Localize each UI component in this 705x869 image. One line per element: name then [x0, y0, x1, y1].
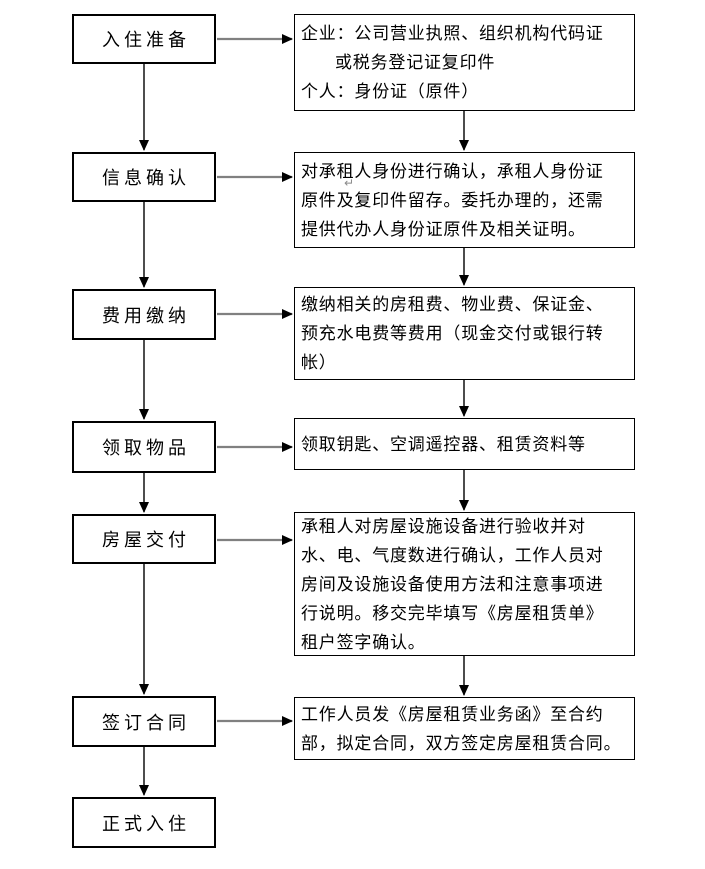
step-label: 费用缴纳: [102, 305, 190, 326]
step-box-sign-contract: 签订合同: [72, 696, 216, 747]
detail-line: 提供代办人身份证原件及相关证明。: [301, 219, 586, 239]
detail-line: 企业：公司营业执照、组织机构代码证: [301, 24, 604, 43]
detail-line: 租户签字确认。: [301, 632, 426, 652]
detail-box-pay-fees: 缴纳相关的房租费、物业费、保证金、 预充水电费等费用（现金交付或银行转 帐）: [294, 287, 635, 380]
step-label: 正式入住: [102, 813, 190, 834]
step-box-collect-items: 领取物品: [72, 421, 216, 473]
detail-line: 部，拟定合同，双方签定房屋租赁合同。: [301, 733, 622, 753]
detail-line: 领取钥匙、空调遥控器、租赁资料等: [301, 434, 586, 454]
horizontal-connectors: [217, 34, 293, 726]
detail-line: 个人：身份证（原件）: [301, 82, 479, 101]
step-box-move-in: 正式入住: [72, 797, 216, 848]
step-label: 签订合同: [102, 712, 190, 733]
detail-line: 承租人对房屋设施设备进行验收并对: [301, 516, 586, 536]
step-label: 领取物品: [102, 438, 190, 458]
detail-line: 缴纳相关的房租费、物业费、保证金、: [301, 295, 604, 314]
detail-line: 房间及设施设备使用方法和注意事项进: [301, 574, 604, 594]
step-box-prepare: 入住准备: [72, 14, 216, 64]
detail-line: 预充水电费等费用（现金交付或银行转: [301, 324, 604, 343]
step-label: 信息确认: [102, 168, 190, 188]
detail-box-house-handover: 承租人对房屋设施设备进行验收并对 水、电、气度数进行确认，工作人员对 房间及设施…: [294, 512, 635, 656]
step-label: 房屋交付: [102, 530, 190, 550]
return-mark-artifact: ↵: [344, 176, 355, 190]
step-box-confirm-info: 信息确认: [72, 152, 216, 202]
detail-box-collect-items: 领取钥匙、空调遥控器、租赁资料等: [294, 418, 635, 470]
detail-line: 对承租人身份进行确认，承租人身份证: [301, 161, 604, 181]
detail-line: 水、电、气度数进行确认，工作人员对: [301, 545, 604, 565]
detail-line: 原件及复印件留存。委托办理的，还需: [301, 190, 604, 210]
detail-line: 帐）: [301, 353, 337, 372]
detail-line: 行说明。移交完毕填写《房屋租赁单》: [301, 603, 604, 623]
step-box-pay-fees: 费用缴纳: [72, 289, 216, 340]
detail-box-confirm-info: 对承租人身份进行确认，承租人身份证 原件及复印件留存。委托办理的，还需 提供代办…: [294, 152, 635, 248]
step-label: 入住准备: [102, 30, 190, 50]
detail-box-prepare: 企业：公司营业执照、组织机构代码证 或税务登记证复印件 个人：身份证（原件）: [294, 14, 635, 111]
step-box-house-handover: 房屋交付: [72, 514, 216, 564]
detail-line: 工作人员发《房屋租赁业务函》至合约: [301, 704, 604, 724]
detail-line: 或税务登记证复印件: [335, 53, 496, 72]
detail-box-sign-contract: 工作人员发《房屋租赁业务函》至合约 部，拟定合同，双方签定房屋租赁合同。: [294, 697, 635, 760]
